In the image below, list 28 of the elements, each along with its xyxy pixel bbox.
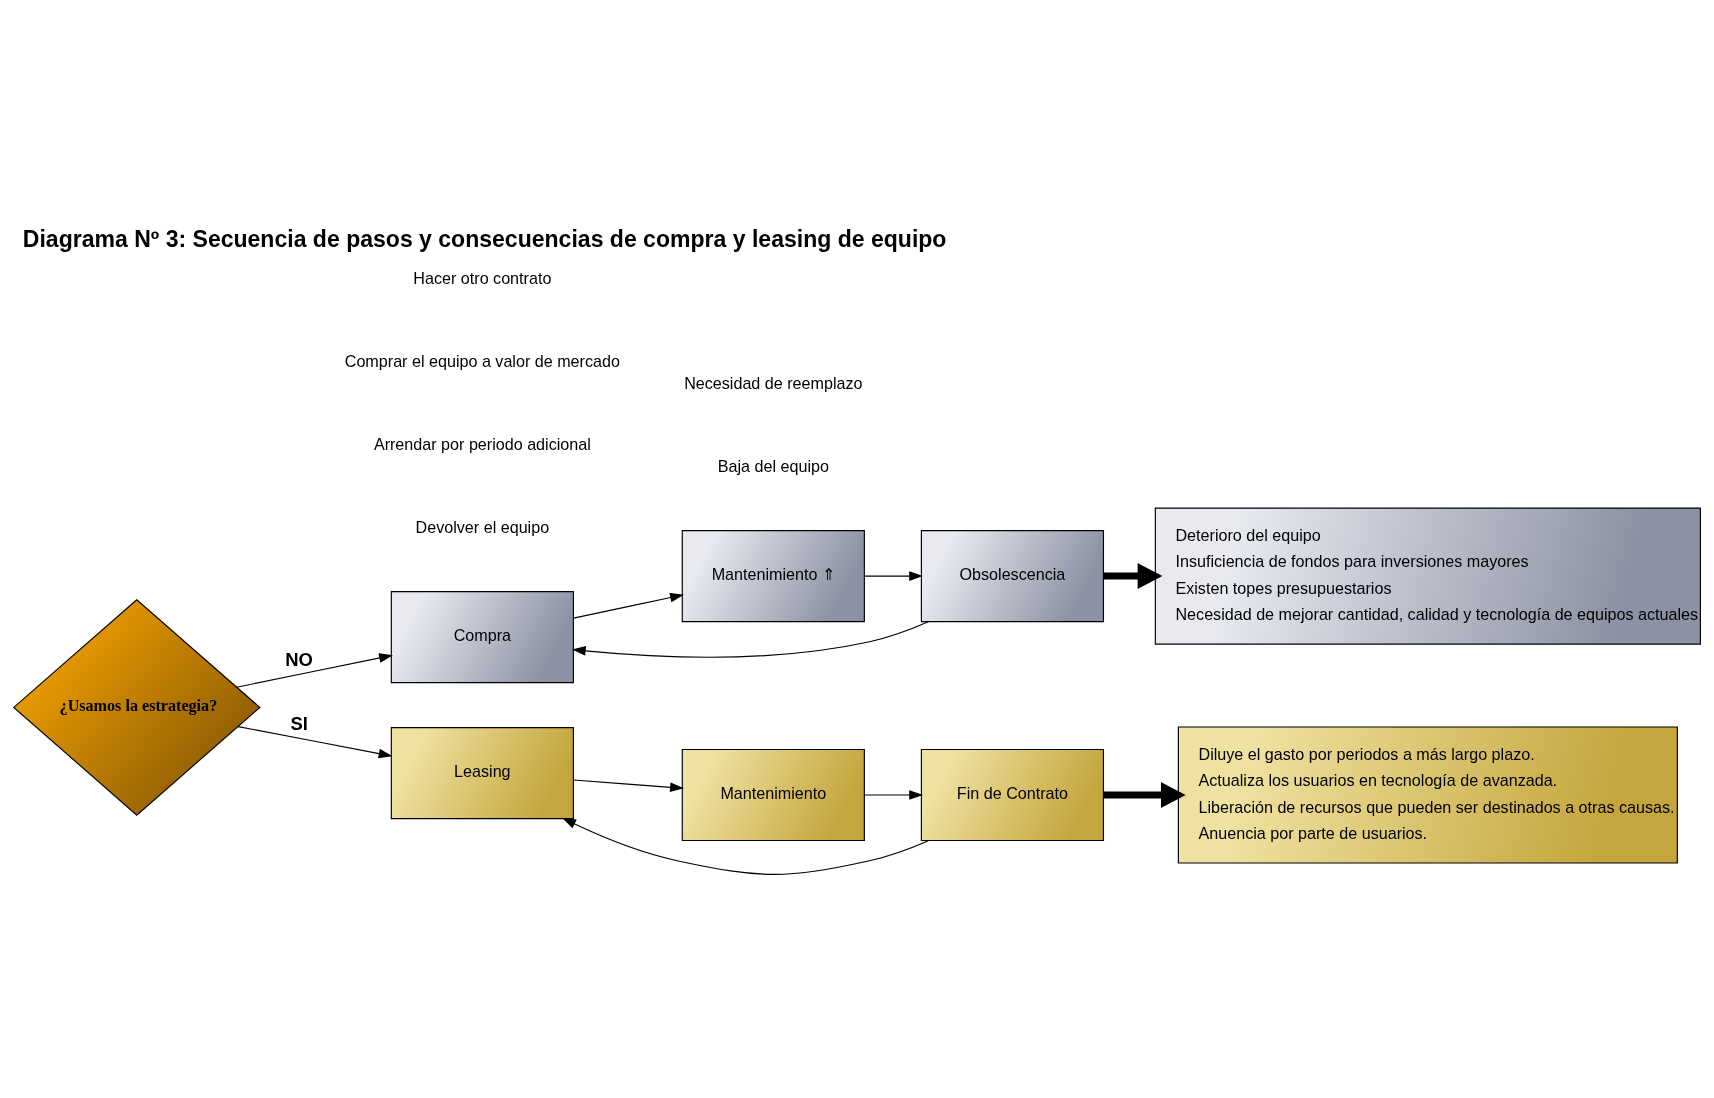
label: Hacer otro contrato bbox=[413, 268, 552, 287]
node-diamond: ¿Usamos la estrategia? bbox=[12, 598, 261, 816]
arrow bbox=[236, 652, 393, 688]
arrow bbox=[562, 817, 929, 875]
arrow bbox=[864, 789, 924, 800]
arrow bbox=[573, 592, 684, 619]
node-box: Deterioro del equipo Insuficiencia de fondos para inversiones mayores Existen topes presupuestarios Necesidad de mejorar cantidad, calidad y tecnología de equipos actuales bbox=[1154, 507, 1701, 645]
node-box: Compra bbox=[390, 590, 574, 683]
node-box: Leasing bbox=[390, 726, 574, 819]
node-box: Mantenimiento bbox=[681, 748, 865, 841]
node-box: Mantenimiento ⇑ bbox=[681, 529, 865, 622]
arrow bbox=[571, 620, 929, 658]
arrow bbox=[573, 778, 684, 792]
label: Baja del equipo bbox=[717, 456, 829, 475]
arrow bbox=[1103, 781, 1186, 808]
label: Comprar el equipo a valor de mercado bbox=[344, 351, 620, 370]
node-box: Fin de Contrato bbox=[920, 748, 1105, 841]
edge-label: NO bbox=[285, 648, 313, 670]
node-box: Obsolescencia bbox=[920, 529, 1105, 622]
label: Necesidad de reemplazo bbox=[684, 373, 863, 392]
diagram-title: Diagrama Nº 3: Secuencia de pasos y consecuencias de compra y leasing de equipo bbox=[22, 225, 947, 251]
label: Arrendar por periodo adicional bbox=[373, 434, 591, 453]
arrow bbox=[864, 570, 924, 581]
arrow bbox=[1103, 562, 1163, 589]
edge-label: SI bbox=[290, 712, 308, 734]
label: Devolver el equipo bbox=[415, 517, 550, 536]
arrow bbox=[237, 725, 393, 758]
node-box: Diluye el gasto por periodos a más largo plazo. Actualiza los usuarios en tecnología de avanzada. Liberación de recursos que pueden ser destinados a otras causas. Anuencia por parte de usuarios. bbox=[1177, 725, 1678, 864]
